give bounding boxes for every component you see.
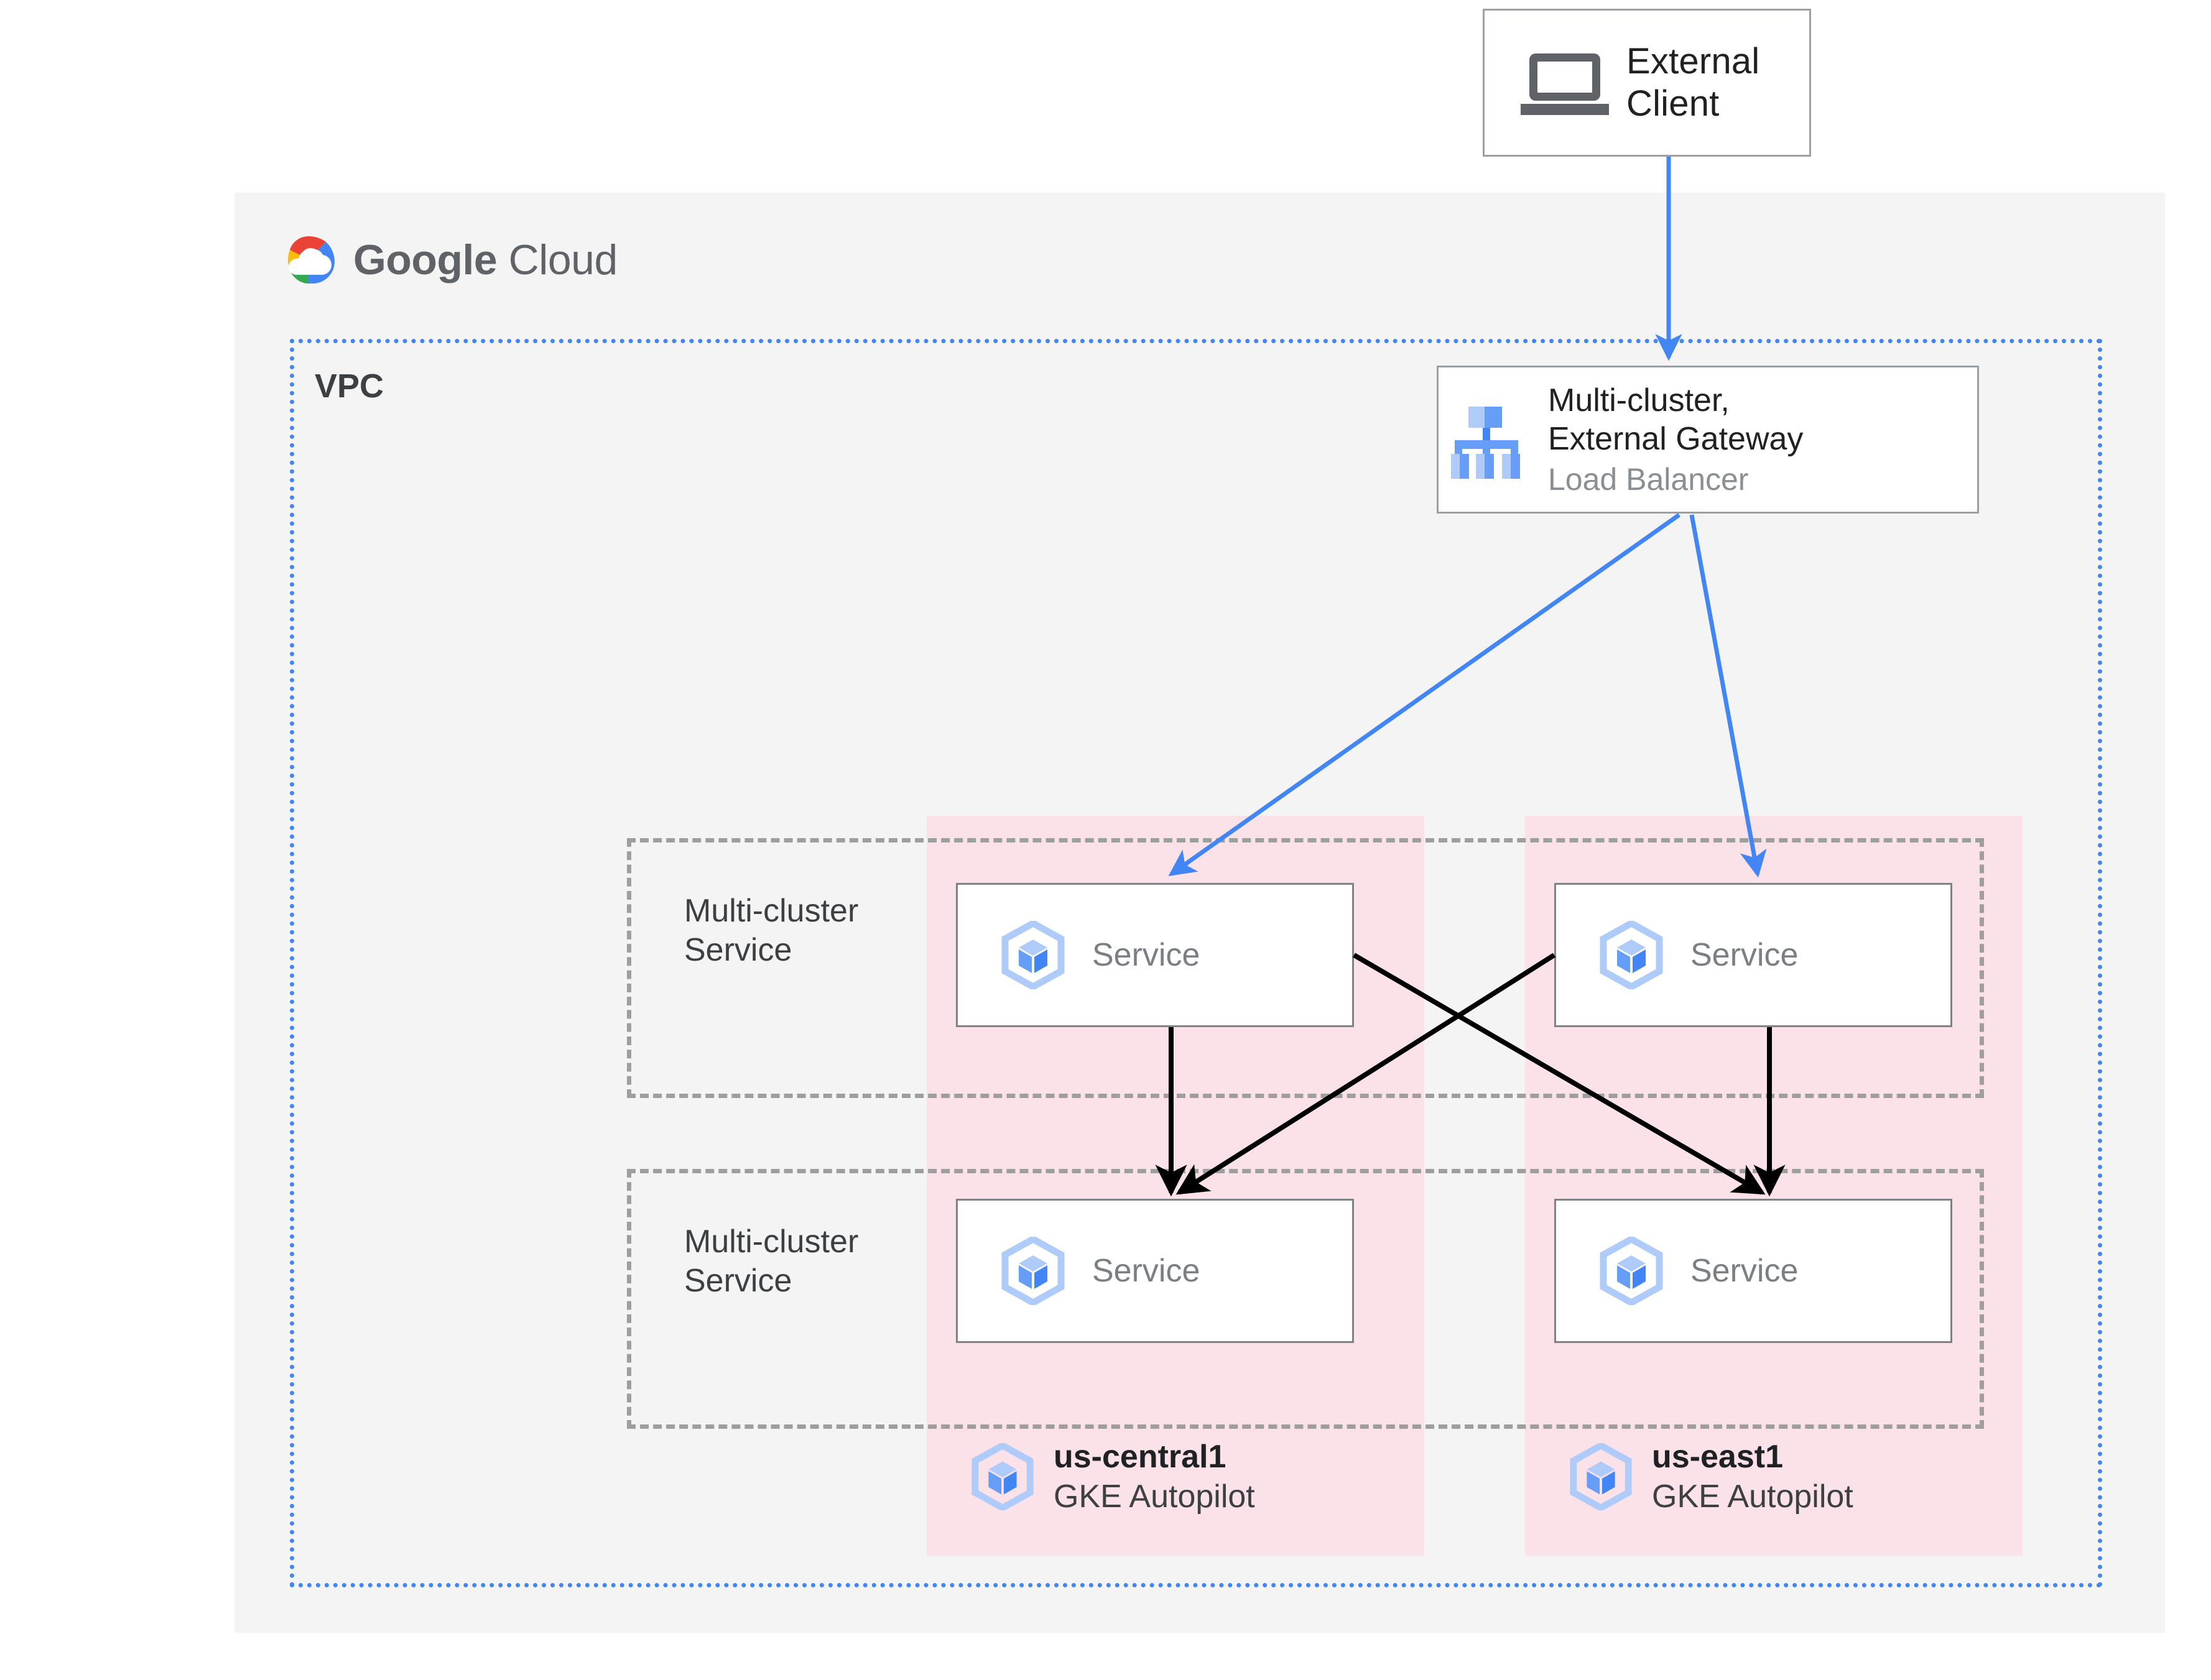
brand-cloud: Cloud	[497, 236, 618, 284]
external-client-label: External Client	[1626, 40, 1759, 126]
gateway-text: Multi-cluster, External Gateway Load Bal…	[1548, 381, 1803, 499]
cluster-name: us-central1	[1054, 1439, 1226, 1475]
mcs-bottom-line2: Service	[684, 1263, 792, 1299]
gke-cluster-icon	[1567, 1442, 1634, 1512]
cluster-type: GKE Autopilot	[1652, 1479, 1853, 1515]
gateway-title-line1: Multi-cluster,	[1548, 382, 1730, 418]
service-label: Service	[1690, 937, 1799, 973]
multi-cluster-service-label-bottom: Multi-cluster Service	[684, 1222, 858, 1301]
load-balancer-icon	[1451, 400, 1531, 480]
gateway-title-line2: External Gateway	[1548, 421, 1804, 457]
multi-cluster-service-label-top: Multi-cluster Service	[684, 892, 858, 971]
google-cloud-wordmark: Google Cloud	[353, 236, 618, 284]
service-node-bottom-us-east1: Service	[1554, 1199, 1952, 1343]
google-cloud-logo-icon	[280, 231, 337, 288]
external-client-label-line1: External	[1626, 40, 1760, 81]
laptop-icon	[1518, 48, 1611, 117]
mcs-top-line2: Service	[684, 932, 792, 969]
service-node-top-us-east1: Service	[1554, 883, 1952, 1027]
kubernetes-service-icon	[999, 1235, 1067, 1307]
multi-cluster-external-gateway-node: Multi-cluster, External Gateway Load Bal…	[1437, 366, 1979, 514]
kubernetes-service-icon	[999, 919, 1067, 991]
gateway-subtitle: Load Balancer	[1548, 462, 1749, 497]
cluster-footer-us-east1: us-east1 GKE Autopilot	[1567, 1438, 1853, 1516]
kubernetes-service-icon	[1597, 1235, 1666, 1307]
cluster-name: us-east1	[1652, 1439, 1783, 1475]
mcs-bottom-line1: Multi-cluster	[684, 1224, 859, 1260]
vpc-boundary	[290, 339, 2102, 1587]
cluster-footer-text: us-east1 GKE Autopilot	[1652, 1438, 1853, 1516]
kubernetes-service-icon	[1597, 919, 1666, 991]
service-node-bottom-us-central1: Service	[956, 1199, 1354, 1343]
cluster-footer-us-central1: us-central1 GKE Autopilot	[969, 1438, 1255, 1516]
google-cloud-branding: Google Cloud	[280, 231, 618, 288]
brand-google: Google	[353, 236, 498, 284]
service-node-top-us-central1: Service	[956, 883, 1354, 1027]
external-client-label-line2: Client	[1626, 83, 1720, 124]
gke-cluster-icon	[969, 1442, 1036, 1512]
service-label: Service	[1092, 937, 1200, 973]
cluster-footer-text: us-central1 GKE Autopilot	[1054, 1438, 1255, 1516]
mcs-top-line1: Multi-cluster	[684, 893, 859, 929]
service-label: Service	[1092, 1253, 1200, 1289]
external-client-node: External Client	[1483, 9, 1811, 157]
service-label: Service	[1690, 1253, 1799, 1289]
cluster-type: GKE Autopilot	[1054, 1479, 1255, 1515]
vpc-label: VPC	[315, 367, 384, 405]
